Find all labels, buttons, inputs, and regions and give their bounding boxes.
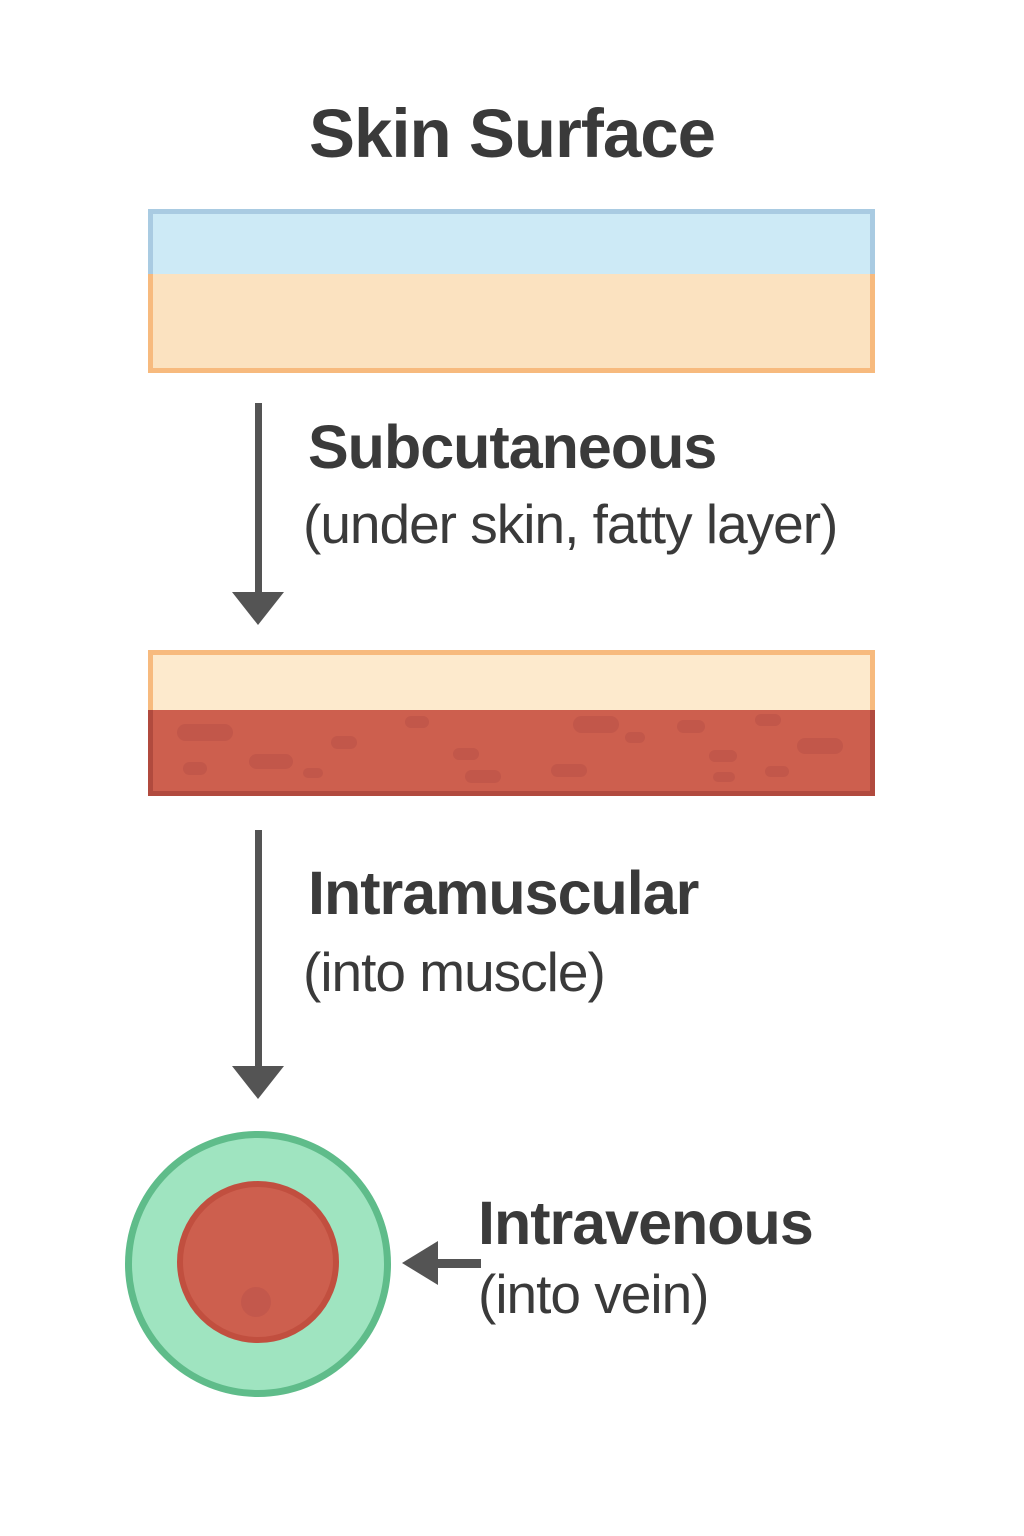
muscle-speckle [573, 716, 619, 733]
muscle-speckle [183, 762, 207, 775]
epidermis-layer [148, 209, 875, 274]
muscle-speckle [709, 750, 737, 762]
skin-surface-bar [148, 209, 875, 373]
muscle-speckle [713, 772, 735, 782]
muscle-tissue-layer [148, 710, 875, 796]
muscle-speckle [177, 724, 233, 741]
vein-lumen [177, 1181, 339, 1343]
muscle-speckle [303, 768, 323, 778]
muscle-speckle [551, 764, 587, 777]
route-detail-subcutaneous: (under skin, fatty layer) [303, 493, 838, 555]
muscle-speckle [625, 732, 645, 743]
muscle-speckle [677, 720, 705, 733]
route-label-intravenous: Intravenous [478, 1189, 814, 1257]
down-arrow-icon [255, 830, 262, 1068]
muscle-speckle [453, 748, 479, 760]
left-arrow-icon [436, 1259, 481, 1268]
muscle-speckle [797, 738, 843, 754]
down-arrowhead-icon [232, 592, 284, 625]
route-detail-intravenous: (into vein) [478, 1263, 709, 1325]
down-arrowhead-icon [232, 1066, 284, 1099]
left-arrowhead-icon [402, 1241, 438, 1285]
route-label-subcutaneous: Subcutaneous [308, 413, 717, 481]
vein-dot [241, 1287, 271, 1317]
down-arrow-icon [255, 403, 262, 594]
muscle-layer-bar [148, 650, 875, 796]
vein-cross-section [125, 1131, 391, 1397]
muscle-speckle [465, 770, 501, 783]
muscle-speckle [249, 754, 293, 769]
fatty-layer [148, 274, 875, 373]
muscle-speckle [755, 714, 781, 726]
route-detail-intramuscular: (into muscle) [303, 941, 606, 1003]
route-label-intramuscular: Intramuscular [308, 859, 699, 927]
muscle-speckle [331, 736, 357, 749]
page-title: Skin Surface [308, 95, 716, 172]
fatty-layer-thin [148, 650, 875, 710]
muscle-speckle [765, 766, 789, 777]
muscle-speckle [405, 716, 429, 728]
